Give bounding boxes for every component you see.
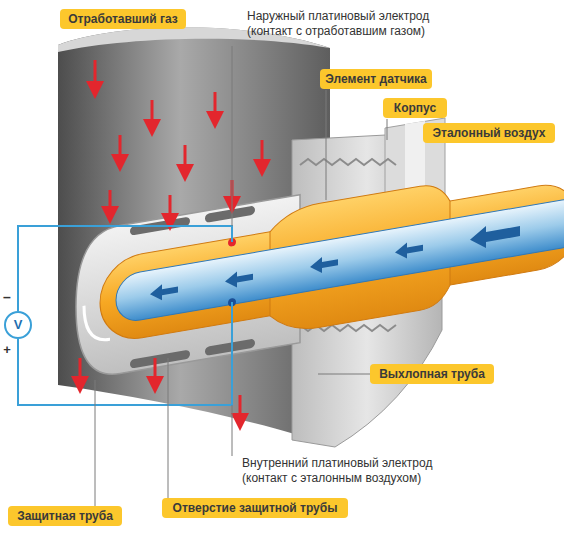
callout-box: Корпус bbox=[383, 98, 447, 118]
sensor-assembly bbox=[76, 146, 564, 381]
tube-slot bbox=[205, 338, 255, 356]
callout-text: Выхлопная труба bbox=[375, 367, 489, 381]
callout-text: Элемент датчика bbox=[325, 72, 427, 86]
callout-box: Элемент датчика bbox=[320, 69, 432, 89]
tube-slot bbox=[205, 205, 255, 223]
callout-box: Отработавший газ bbox=[60, 9, 186, 29]
voltmeter-label: V bbox=[8, 317, 28, 332]
callout-box: Отверстие защитной трубы bbox=[162, 498, 348, 518]
callout-text: Корпус bbox=[388, 101, 442, 115]
reference-air-channel bbox=[116, 196, 564, 324]
air-flow-arrows bbox=[150, 220, 520, 305]
polarity-sign: – bbox=[0, 290, 14, 305]
callout-text: Отработавший газ bbox=[65, 12, 181, 26]
callout-box: Защитная труба bbox=[8, 506, 122, 526]
callout-text: Отверстие защитной трубы bbox=[167, 501, 343, 515]
polarity-sign: + bbox=[0, 342, 14, 357]
sensor-element bbox=[100, 179, 564, 345]
callout-text: Защитная труба bbox=[13, 509, 117, 523]
exhaust-flow-arrows bbox=[80, 60, 262, 422]
callout-text: Эталонный воздух bbox=[428, 126, 550, 140]
voltmeter-wire bbox=[18, 226, 232, 405]
tube-slot bbox=[130, 350, 190, 369]
voltmeter-symbol bbox=[5, 312, 31, 338]
electrode-label: Внутренний платиновый электрод (контакт … bbox=[242, 456, 460, 486]
electrode-label: Наружный платиновый электрод (контакт с … bbox=[247, 9, 459, 39]
callout-box: Выхлопная труба bbox=[370, 364, 494, 384]
leader-lines bbox=[95, 46, 387, 507]
callout-box: Эталонный воздух bbox=[423, 123, 555, 143]
